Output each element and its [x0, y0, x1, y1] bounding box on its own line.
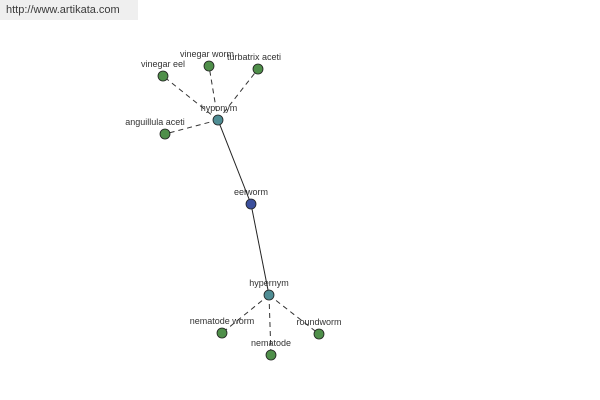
leaf-node-anguillula-aceti-label: anguillula aceti [125, 117, 185, 127]
edge-hypernym-nematode-worm [221, 294, 270, 334]
leaf-node-nematode-worm-dot[interactable] [216, 327, 228, 339]
relation-node-hypernym-dot[interactable] [263, 289, 275, 301]
edge-center-hypernym [250, 203, 270, 296]
leaf-node-nematode[interactable]: nematode [251, 338, 291, 361]
relation-node-hyponym-dot[interactable] [212, 114, 224, 126]
leaf-node-turbatrix-aceti-label: turbatrix aceti [227, 52, 281, 62]
edge-center-hyponym [217, 119, 252, 205]
center-node-eelworm-dot[interactable] [245, 198, 257, 210]
leaf-node-nematode-worm-label: nematode worm [190, 316, 255, 326]
edge-hyponym-vinegar-eel [162, 75, 219, 121]
relation-node-hypernym[interactable]: hypernym [249, 278, 289, 301]
center-node-eelworm-label: eelworm [234, 187, 268, 197]
leaf-node-vinegar-eel-label: vinegar eel [141, 59, 185, 69]
leaf-node-anguillula-aceti-dot[interactable] [159, 128, 171, 140]
leaf-node-turbatrix-aceti[interactable]: turbatrix aceti [227, 52, 281, 75]
source-url-bar: http://www.artikata.com [0, 0, 138, 20]
graph-nodes: eelworm hyponym hypernym vinegar eelvinegar… [125, 49, 342, 361]
source-url-text[interactable]: http://www.artikata.com [6, 4, 120, 16]
center-node-eelworm[interactable]: eelworm [234, 187, 268, 210]
leaf-node-nematode-worm[interactable]: nematode worm [190, 316, 255, 339]
relation-node-hyponym-label: hyponym [201, 103, 238, 113]
relation-node-hypernym-label: hypernym [249, 278, 289, 288]
edge-hyponym-anguillula-aceti [164, 119, 219, 135]
leaf-node-vinegar-worm-dot[interactable] [203, 60, 215, 72]
relation-node-hyponym[interactable]: hyponym [201, 103, 238, 126]
leaf-node-vinegar-worm-label: vinegar worm [180, 49, 234, 59]
edge-hyponym-turbatrix-aceti [217, 68, 259, 121]
leaf-node-nematode-label: nematode [251, 338, 291, 348]
edge-hypernym-nematode [268, 294, 272, 356]
leaf-node-anguillula-aceti[interactable]: anguillula aceti [125, 117, 185, 140]
leaf-node-nematode-dot[interactable] [265, 349, 277, 361]
leaf-node-roundworm-dot[interactable] [313, 328, 325, 340]
leaf-node-vinegar-worm[interactable]: vinegar worm [180, 49, 234, 72]
leaf-node-vinegar-eel-dot[interactable] [157, 70, 169, 82]
edge-hyponym-vinegar-worm [208, 65, 219, 121]
edge-hypernym-roundworm [268, 294, 320, 335]
leaf-node-turbatrix-aceti-dot[interactable] [252, 63, 264, 75]
leaf-node-roundworm[interactable]: roundworm [296, 317, 342, 340]
graph-edges [162, 65, 320, 356]
leaf-node-roundworm-label: roundworm [296, 317, 341, 327]
leaf-node-vinegar-eel[interactable]: vinegar eel [141, 59, 185, 82]
